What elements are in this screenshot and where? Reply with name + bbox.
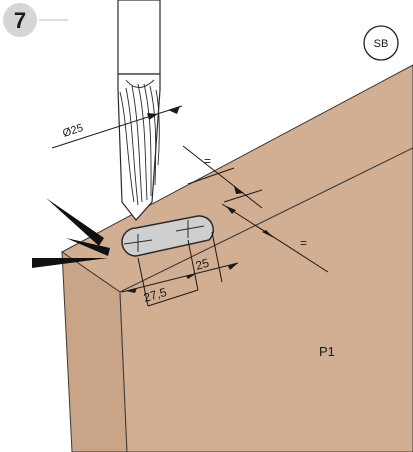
panel-front-face [119,147,413,452]
part-label: P1 [319,344,335,359]
slot-width-dimension-top [182,145,263,209]
slot-position-dimensions [121,231,239,307]
slot-width-dimension-right [221,189,329,273]
attention-arrows [32,198,110,268]
router-bit [117,0,161,221]
diameter-label: Ø25 [61,122,84,140]
panel-left-edge [61,251,128,452]
badge-circle [363,25,399,61]
step-number: 7 [14,8,26,33]
slot-offset-label: 27,5 [142,285,169,305]
slot-width-label-top: = [204,154,211,168]
slot-hole [121,215,215,257]
diameter-dimension [51,105,183,149]
slot-center-marks [123,220,205,252]
badge-label: SB [374,38,389,50]
slot-width-label-right: = [300,236,307,250]
slot-length-label: 25 [194,256,211,273]
step-number-circle [3,3,37,37]
